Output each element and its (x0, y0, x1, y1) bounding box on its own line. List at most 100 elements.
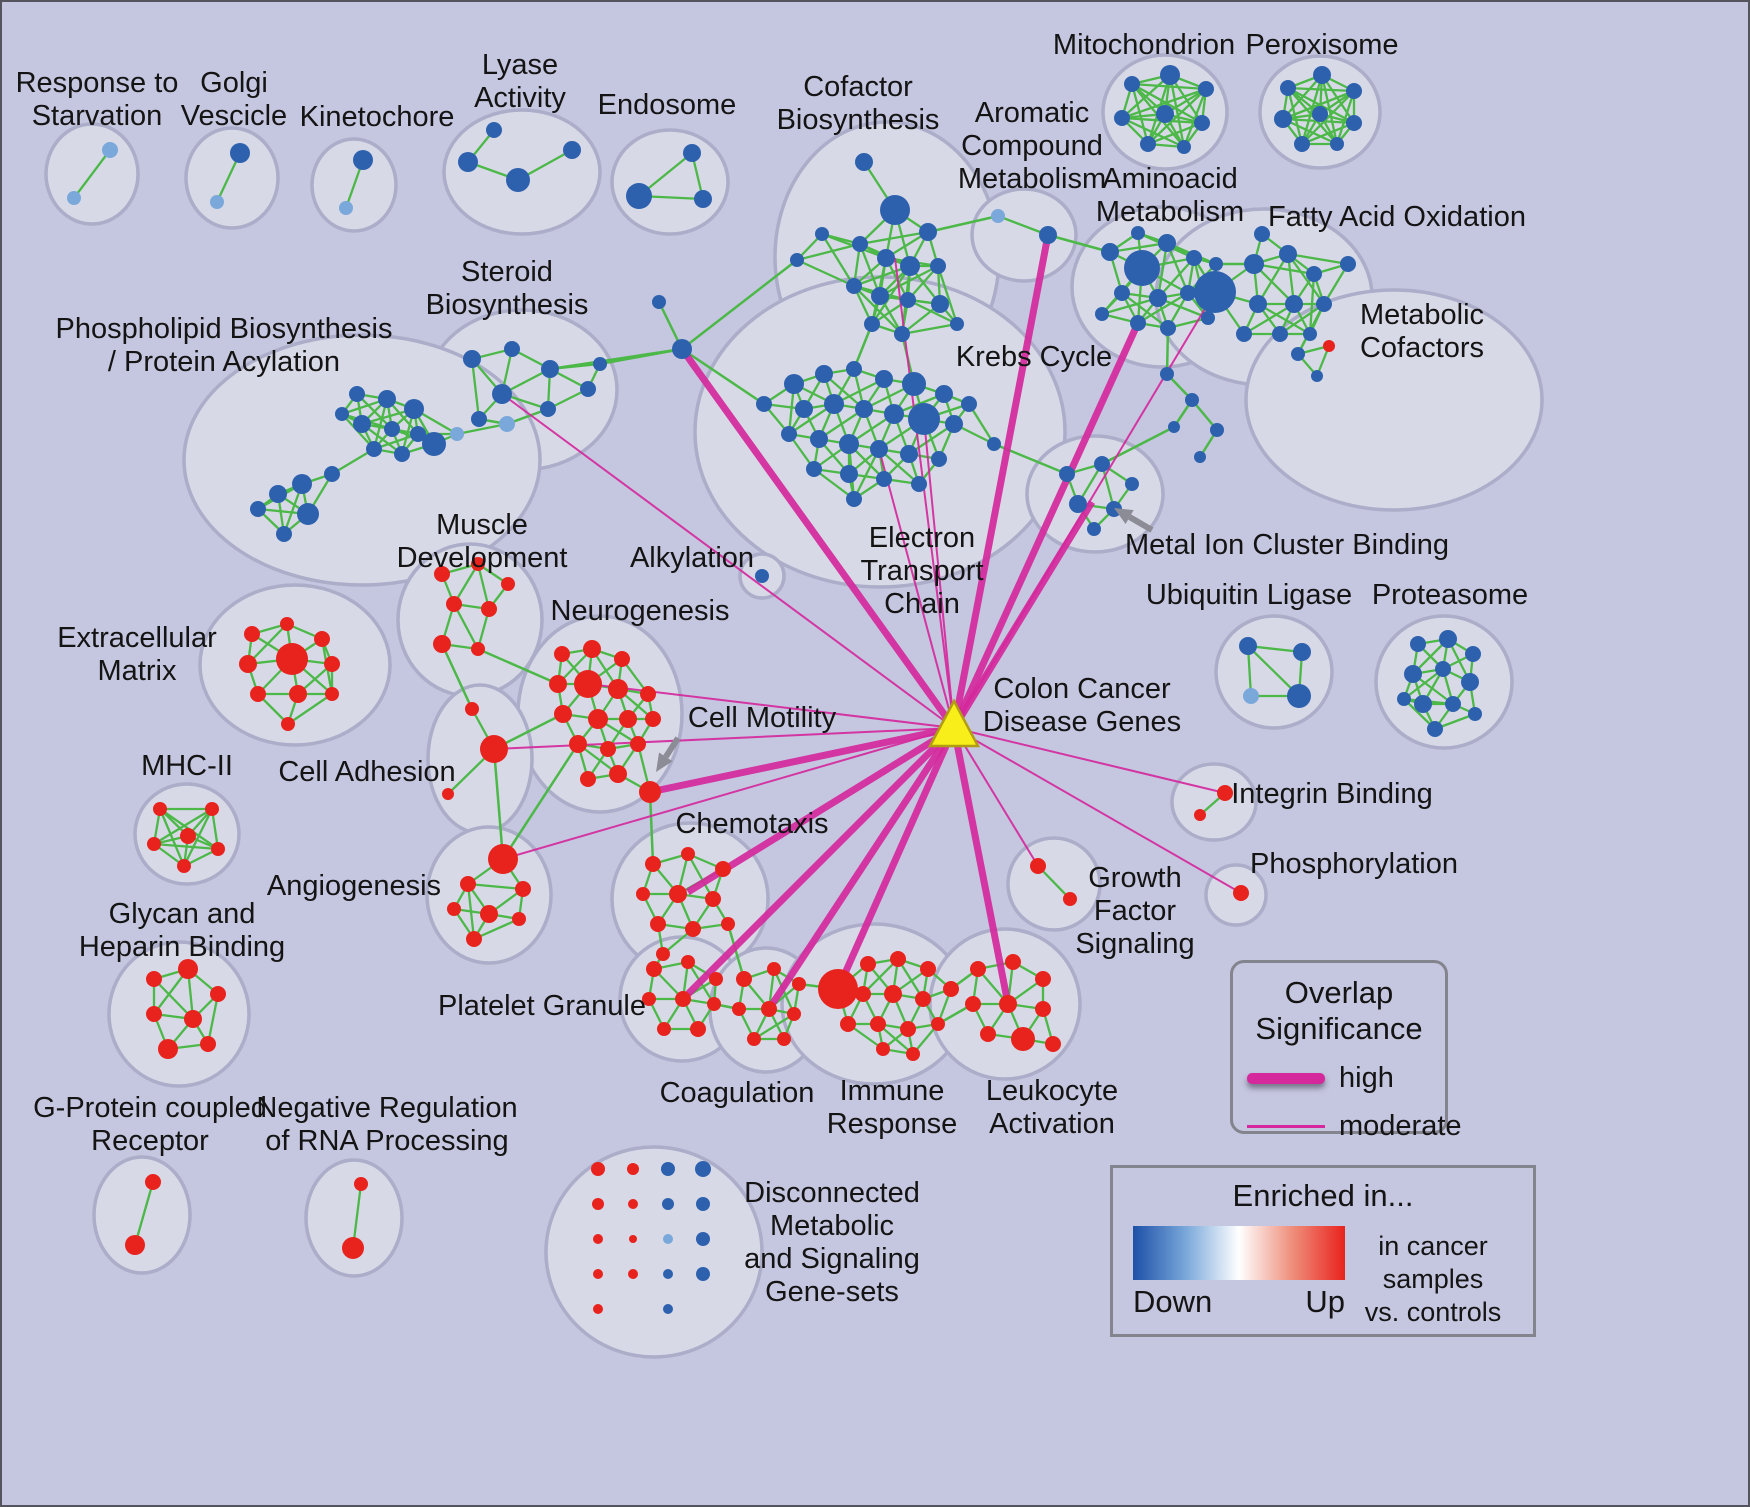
gene-set-node (1005, 954, 1021, 970)
gene-set-overlap-edge (1279, 303, 1325, 335)
gene-set-node (465, 702, 479, 716)
gene-set-node (1468, 707, 1482, 721)
gene-set-node (1291, 347, 1305, 361)
legend-overlap-moderate-row: moderate (1247, 1110, 1462, 1143)
gene-set-node (630, 736, 646, 752)
gene-set-node (855, 400, 873, 418)
gene-set-node (894, 326, 910, 342)
gene-set-overlap-edge (1247, 644, 1303, 654)
gene-set-node (205, 802, 219, 816)
disease-overlap-edge-high (950, 321, 1142, 730)
overlap-moderate-label: moderate (1339, 1110, 1462, 1142)
disease-overlap-edge-moderate (953, 727, 1039, 867)
gene-set-node (657, 1022, 671, 1036)
gene-set-node (146, 1006, 162, 1022)
gene-set-node (1427, 721, 1443, 737)
gene-set-overlap-edge (133, 1181, 155, 1246)
gene-set-overlap-edge (1101, 425, 1175, 466)
gene-set-node (840, 1016, 856, 1032)
gene-set-node (1131, 226, 1145, 240)
gene-set-node (840, 465, 858, 483)
overlap-high-line-swatch (1247, 1073, 1325, 1084)
gene-set-node (1156, 105, 1174, 123)
legend-overlap-high-row: high (1247, 1062, 1445, 1095)
gene-set-node (492, 384, 512, 404)
gene-set-node (1243, 688, 1259, 704)
gene-set-node (732, 1002, 746, 1016)
gene-set-node (297, 503, 319, 525)
gene-set-overlap-edge (1121, 87, 1207, 120)
gene-set-node (683, 144, 701, 162)
gene-set-node (1194, 271, 1236, 313)
gene-set-node (1439, 630, 1457, 648)
gene-set-overlap-edge (1320, 74, 1339, 145)
gene-set-node (574, 670, 602, 698)
cluster-ellipse-golgi-vescicle (184, 126, 280, 230)
gene-set-node (442, 788, 454, 800)
gene-set-node (394, 446, 410, 462)
gene-set-node (795, 400, 813, 418)
gene-set-node (639, 781, 661, 803)
gene-set-node (1280, 80, 1296, 96)
pointer-arrow-line (1128, 514, 1154, 533)
gene-set-node (970, 961, 986, 977)
gene-set-node (870, 440, 888, 458)
gene-set-node (884, 404, 904, 424)
gene-set-node (824, 394, 844, 414)
gene-set-node (871, 287, 889, 305)
gene-set-node (806, 461, 822, 477)
gene-set-node (781, 426, 797, 442)
gene-set-node (158, 1039, 178, 1059)
gene-set-node (1094, 456, 1110, 472)
gene-set-node (919, 223, 937, 241)
gene-set-node (583, 640, 601, 658)
gene-set-overlap-edge (331, 448, 375, 475)
disease-overlap-edge-high (834, 726, 958, 991)
gene-set-node (1279, 245, 1297, 263)
gene-set-overlap-edge (859, 230, 929, 246)
gene-set-node (177, 859, 191, 873)
disease-overlap-edge-high (679, 346, 957, 731)
gene-set-node (1274, 110, 1292, 128)
gene-set-node (784, 374, 804, 394)
gene-set-node (230, 143, 250, 163)
gene-set-overlap-edge (796, 242, 861, 262)
gene-set-overlap-edge (501, 743, 580, 860)
gene-set-node (501, 577, 515, 591)
label-alkylation: Alkylation (630, 542, 754, 574)
gene-set-node (1177, 140, 1191, 154)
gene-set-node (447, 902, 461, 916)
gene-set-node (1101, 243, 1119, 261)
gene-set-node (672, 339, 692, 359)
gene-set-node (1180, 285, 1196, 301)
gene-set-overlap-edge (927, 214, 999, 234)
gene-set-node (434, 566, 450, 582)
gene-set-node (541, 360, 559, 378)
gene-set-overlap-edge (1165, 242, 1190, 294)
gene-set-overlap-edge (1287, 252, 1349, 266)
gene-set-node (1461, 673, 1479, 691)
gene-set-overlap-edge (1301, 121, 1355, 146)
gene-set-node (588, 709, 608, 729)
disease-overlap-edge-high (951, 500, 1095, 730)
disease-overlap-edge-high (950, 727, 1012, 1005)
gene-set-node (1244, 254, 1264, 274)
cluster-ellipse-aromatic-compound-metabolism (970, 187, 1078, 283)
gene-set-overlap-edge (1257, 303, 1311, 335)
gene-set-node (931, 1017, 945, 1031)
label-integrin-binding: Integrin Binding (1231, 778, 1433, 810)
gene-set-node (1285, 295, 1303, 313)
gene-set-node (900, 256, 920, 276)
cluster-ellipse-angiogenesis (425, 825, 553, 965)
gene-set-node (1185, 393, 1199, 407)
gene-set-node (900, 1021, 916, 1037)
gene-set-node (663, 1269, 673, 1279)
